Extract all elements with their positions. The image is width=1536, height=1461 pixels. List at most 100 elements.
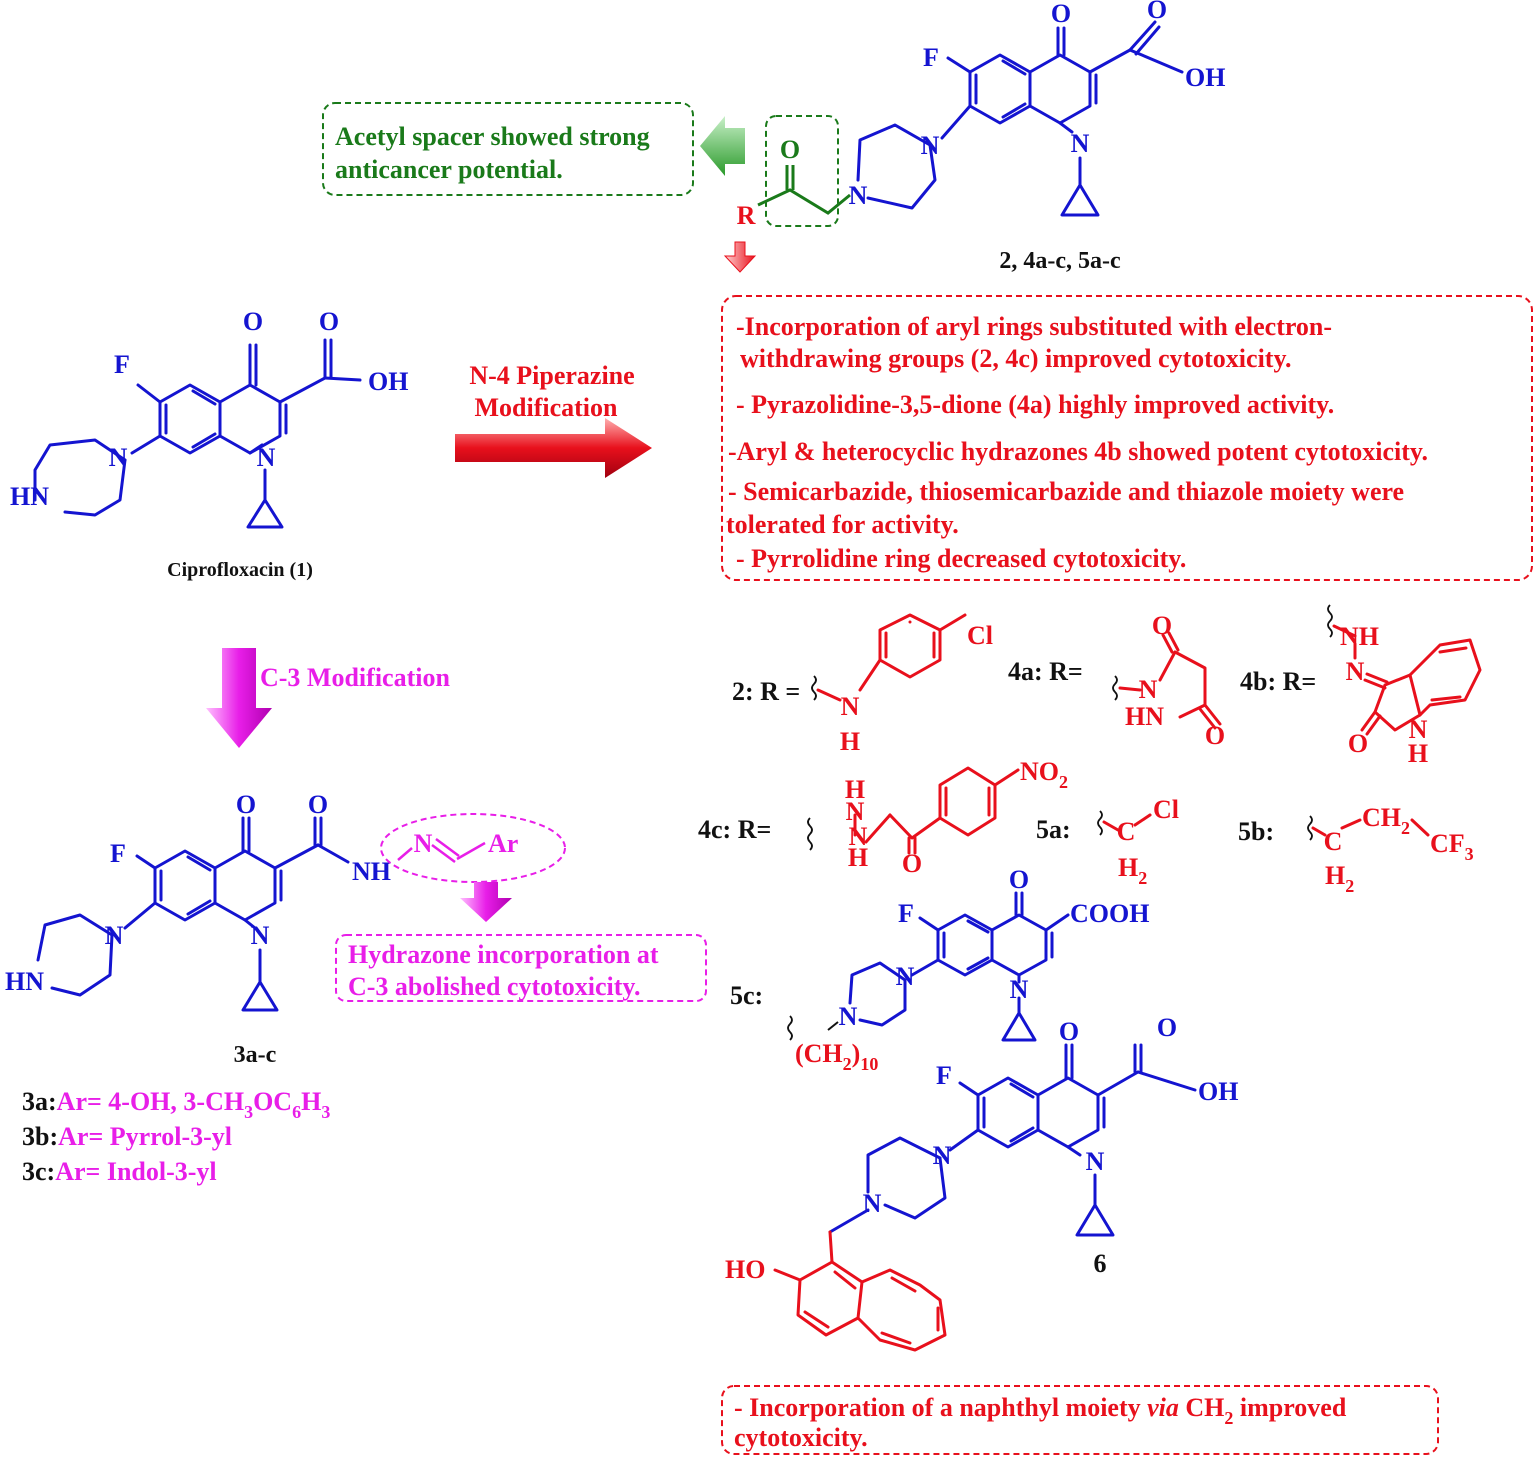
r-group-4c: H N N H O NO2: [807, 757, 1068, 878]
atom-oh: OH: [1198, 1077, 1238, 1106]
atom-h: H: [845, 775, 865, 804]
atom-o: O: [780, 135, 800, 164]
atom-c: C: [1324, 827, 1343, 856]
atom-o: O: [1147, 0, 1167, 24]
atom-n: N: [105, 921, 124, 950]
atom-n: N: [257, 443, 276, 472]
ciprofloxacin-structure: O O OH F N N HN: [10, 307, 408, 529]
atom-oh: OH: [1185, 63, 1225, 92]
atom-cl: Cl: [967, 621, 993, 650]
r-label-4c: 4c: R=: [698, 815, 771, 844]
atom-n: N: [414, 829, 433, 858]
atom-nh: NH: [1340, 622, 1379, 651]
atom-h: H: [848, 843, 868, 872]
r-group-2: N H Cl: [811, 613, 993, 756]
atom-n: N: [849, 822, 868, 851]
naphthyl-note-box: - Incorporation of a naphthyl moiety via…: [721, 1385, 1439, 1455]
finding-line: - Semicarbazide, thiosemicarbazide and t…: [728, 477, 1404, 506]
r-label-5a: 5a:: [1036, 815, 1071, 844]
atom-o: O: [1152, 611, 1172, 640]
acetyl-note-box: Acetyl spacer showed strong anticancer p…: [322, 102, 694, 196]
atom-o: O: [1059, 1017, 1079, 1046]
structure-3a-c: O O NH F N N HN N Ar: [5, 790, 518, 1012]
atom-n: N: [1086, 1147, 1105, 1176]
acetyl-highlight-box: [765, 115, 839, 227]
series-3a: 3a:Ar= 4-OH, 3-CH3OC6H3: [22, 1087, 330, 1122]
atom-cf3: CF3: [1430, 829, 1474, 864]
atom-o: O: [1009, 865, 1029, 894]
atom-n: N: [1071, 129, 1090, 158]
hydrazone-ellipse: [380, 813, 566, 883]
atom-o: O: [319, 307, 339, 336]
atom-n: N: [109, 443, 128, 472]
top-compound-label: 2, 4a-c, 5a-c: [999, 248, 1121, 274]
atom-ch2-10: (CH2)10: [795, 1039, 878, 1074]
top-structure: O R O O OH F N N N: [737, 0, 1226, 230]
atom-hn: HN: [10, 482, 49, 511]
atom-o: O: [902, 849, 922, 878]
atom-n: N: [1346, 657, 1365, 686]
r-label-4b: 4b: R=: [1240, 667, 1316, 696]
atom-o: O: [1348, 729, 1368, 758]
hydrazone-compound-label: 3a-c: [234, 1042, 277, 1068]
atom-ch2: CH2: [1362, 803, 1410, 838]
finding-line: -Aryl & heterocyclic hydrazones 4b showe…: [728, 437, 1428, 466]
findings-box: -Incorporation of aryl rings substituted…: [721, 295, 1533, 581]
series-3b: 3b:Ar= Pyrrol-3-yl: [22, 1122, 232, 1151]
n4-arrow-label: N-4 Piperazine: [469, 361, 634, 390]
acetyl-note-line: anticancer potential.: [335, 155, 563, 184]
r-label-5c: 5c:: [730, 981, 763, 1010]
atom-f: F: [110, 839, 126, 868]
atom-hn: HN: [1125, 702, 1164, 731]
atom-n: N: [921, 131, 940, 160]
acetyl-note-line: Acetyl spacer showed strong: [335, 122, 650, 151]
ciprofloxacin-label: Ciprofloxacin (1): [167, 559, 313, 581]
hydrazone-note-line: Hydrazone incorporation at: [348, 940, 659, 969]
n4-arrow-label: Modification: [475, 393, 619, 422]
naphthyl-note-line: - Incorporation of a naphthyl moiety via…: [734, 1393, 1347, 1428]
hydrazone-note-box: Hydrazone incorporation at C-3 abolished…: [335, 934, 707, 1002]
atom-n: N: [251, 921, 270, 950]
compound-6-label: 6: [1094, 1249, 1107, 1278]
atom-o: O: [308, 790, 328, 819]
structure-6: O O OH F N N N HO: [725, 1013, 1238, 1352]
r-group-4b: NH N O N H: [1327, 604, 1482, 768]
r-label-4a: 4a: R=: [1008, 657, 1083, 686]
atom-ar: Ar: [488, 829, 518, 858]
atom-n: N: [839, 1002, 858, 1031]
hydrazone-series: 3a:Ar= 4-OH, 3-CH3OC6H3 3b:Ar= Pyrrol-3-…: [22, 1087, 330, 1186]
atom-h: H: [1408, 739, 1428, 768]
atom-cl: Cl: [1153, 795, 1179, 824]
atom-f: F: [923, 43, 939, 72]
atom-f: F: [114, 350, 130, 379]
atom-nh: NH: [352, 857, 391, 886]
atom-h2: H2: [1118, 853, 1147, 888]
finding-line: - Pyrrolidine ring decreased cytotoxicit…: [736, 544, 1186, 573]
atom-ho: HO: [725, 1255, 765, 1284]
atom-n: N: [1010, 975, 1029, 1004]
atom-no2: NO2: [1020, 757, 1068, 792]
atom-n: N: [849, 181, 868, 210]
atom-oh: OH: [368, 367, 408, 396]
atom-o: O: [1157, 1013, 1177, 1042]
atom-n: N: [1409, 715, 1428, 744]
atom-n: N: [933, 1141, 952, 1170]
acetyl-arrow: [700, 116, 745, 176]
r-group-5a: C Cl H2: [1097, 795, 1179, 888]
r-group-4a: O N HN O: [1112, 611, 1225, 750]
atom-n: N: [1139, 675, 1158, 704]
r-label-5b: 5b:: [1238, 817, 1274, 846]
atom-cooh: COOH: [1070, 899, 1149, 928]
atom-n: N: [863, 1189, 882, 1218]
atom-f: F: [898, 899, 914, 928]
atom-o: O: [236, 790, 256, 819]
finding-line: tolerated for activity.: [726, 510, 959, 539]
atom-h: H: [840, 727, 860, 756]
finding-line: withdrawing groups (2, 4c) improved cyto…: [740, 344, 1292, 373]
n4-arrow: [455, 418, 652, 478]
hydrazone-note-line: C-3 abolished cytotoxicity.: [348, 972, 641, 1001]
finding-line: - Pyrazolidine-3,5-dione (4a) highly imp…: [736, 390, 1334, 419]
atom-n: N: [841, 692, 860, 721]
atom-h2: H2: [1325, 861, 1354, 896]
atom-c: C: [1117, 817, 1136, 846]
